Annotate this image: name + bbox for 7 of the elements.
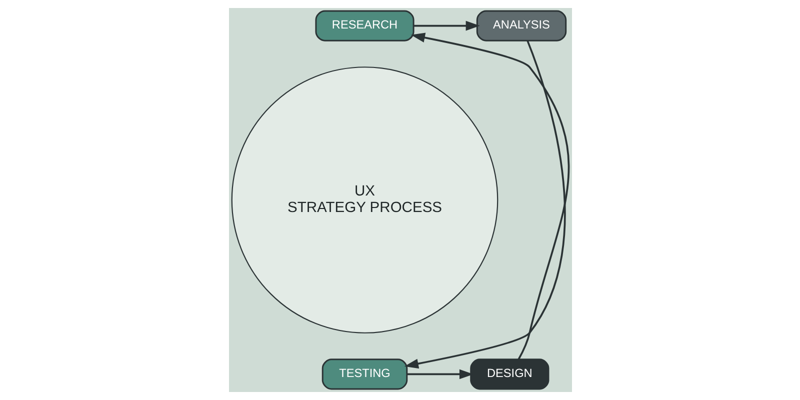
arrow xyxy=(406,369,474,380)
node-box: ANALYSIS xyxy=(476,10,566,42)
arrow xyxy=(413,20,480,31)
node-box: DESIGN xyxy=(470,358,549,390)
node-box: TESTING xyxy=(321,358,408,390)
node-circle: UX STRATEGY PROCESS xyxy=(230,66,498,334)
node-box: RESEARCH xyxy=(314,10,414,42)
